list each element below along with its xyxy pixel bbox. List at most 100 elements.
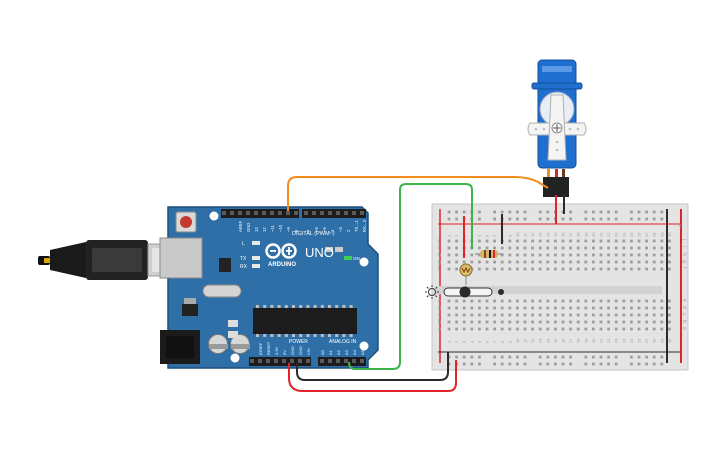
photoresistor[interactable] xyxy=(459,263,473,285)
bb-col-bottom-3: 3 xyxy=(462,340,467,343)
digital-pin-label-8: ~5 xyxy=(322,227,327,232)
bb-row-right-c: c xyxy=(681,313,687,316)
bb-col-bottom-1: 1 xyxy=(447,340,452,343)
bb-col-bottom-9: 9 xyxy=(507,340,512,343)
bb-col-bottom-23: 23 xyxy=(614,338,619,343)
bb-col-top-13: 13 xyxy=(538,232,543,237)
analog-pin-label-5: A5 xyxy=(360,349,365,355)
servo-motor[interactable] xyxy=(527,59,587,197)
bb-col-top-6: 6 xyxy=(485,234,490,237)
bb-col-top-15: 15 xyxy=(553,232,558,237)
bb-col-top-22: 22 xyxy=(606,232,611,237)
digital-pin-label-7: ~6 xyxy=(314,227,319,232)
digital-label: DIGITAL (PWM~) xyxy=(292,231,335,237)
gnd-label: GND xyxy=(246,223,251,232)
bb-col-bottom-11: 11 xyxy=(523,338,528,343)
digital-header[interactable] xyxy=(221,209,366,218)
bb-col-top-24: 24 xyxy=(621,232,626,237)
bb-col-top-29: 29 xyxy=(659,232,664,237)
bb-col-bottom-18: 18 xyxy=(576,338,581,343)
digital-pin-label-4: ~9 xyxy=(286,227,291,232)
bb-col-top-9: 9 xyxy=(507,234,512,237)
bb-col-bottom-5: 5 xyxy=(477,340,482,343)
bb-col-bottom-2: 2 xyxy=(454,340,459,343)
bb-col-top-18: 18 xyxy=(576,232,581,237)
bb-col-top-5: 5 xyxy=(477,234,482,237)
tx-led-label: TX xyxy=(240,256,247,262)
arduino-infinity-logo-icon xyxy=(265,243,297,259)
analog-pin-label-0: A0 xyxy=(320,349,325,355)
bb-col-bottom-24: 24 xyxy=(621,338,626,343)
wire-black-gnd[interactable] xyxy=(296,352,449,381)
power-pin-label-1: RESET xyxy=(266,341,271,355)
digital-pin-label-1: 12 xyxy=(262,227,267,232)
bb-col-bottom-8: 8 xyxy=(500,340,505,343)
bb-col-top-2: 2 xyxy=(454,234,459,237)
arduino-model: UNO xyxy=(305,245,334,260)
power-pin-label-5: GND xyxy=(298,346,303,355)
bb-col-bottom-10: 10 xyxy=(515,338,520,343)
bb-col-top-7: 7 xyxy=(492,234,497,237)
bb-row-left-h: h xyxy=(438,253,441,259)
bb-col-top-27: 27 xyxy=(644,232,649,237)
breadboard-labels: 1122334455667788991010111112121313141415… xyxy=(437,232,687,343)
power-analog-header[interactable] xyxy=(249,357,366,366)
bb-col-bottom-22: 22 xyxy=(606,338,611,343)
bb-col-bottom-4: 4 xyxy=(469,340,474,343)
wire-red-power[interactable] xyxy=(288,360,457,392)
bb-row-left-a: a xyxy=(438,327,441,333)
bb-col-top-14: 14 xyxy=(545,232,550,237)
light-sun-icon xyxy=(425,285,439,299)
bb-col-bottom-7: 7 xyxy=(492,340,497,343)
rail-plus-label: + xyxy=(678,223,682,230)
digital-pin-label-2: ~11 xyxy=(270,225,275,232)
bb-row-right-g: g xyxy=(681,260,687,263)
bb-row-left-f: f xyxy=(438,267,440,273)
bb-col-top-21: 21 xyxy=(599,232,604,237)
bb-col-bottom-17: 17 xyxy=(568,338,573,343)
bb-row-right-b: b xyxy=(681,320,687,323)
bb-row-left-b: b xyxy=(438,320,441,326)
bb-row-left-d: d xyxy=(438,306,441,312)
bb-col-bottom-25: 25 xyxy=(629,338,634,343)
bb-col-top-1: 1 xyxy=(447,234,452,237)
on-led-label: ON xyxy=(353,256,360,261)
wire-green[interactable] xyxy=(348,183,473,370)
bb-row-left-c: c xyxy=(438,313,441,319)
power-pin-label-6: VIN xyxy=(306,348,311,355)
arduino-brand: ARDUINO xyxy=(268,262,296,268)
digital-pin-label-10: ~3 xyxy=(338,227,343,232)
bb-col-top-17: 17 xyxy=(568,232,573,237)
bb-col-bottom-14: 14 xyxy=(545,338,550,343)
bb-row-left-g: g xyxy=(438,260,441,266)
wire-orange[interactable] xyxy=(287,176,549,211)
bb-col-bottom-6: 6 xyxy=(485,340,490,343)
bb-col-bottom-12: 12 xyxy=(530,338,535,343)
bb-col-top-25: 25 xyxy=(629,232,634,237)
resistor[interactable] xyxy=(475,250,503,258)
analog-pin-label-2: A2 xyxy=(336,349,341,355)
rail-minus-label: - xyxy=(438,351,441,358)
digital-pin-label-12: TX→1 xyxy=(354,219,359,232)
reset-button[interactable] xyxy=(180,216,192,228)
digital-pin-label-11: 2 xyxy=(346,229,351,232)
bb-row-left-e: e xyxy=(438,299,441,305)
analog-pin-label-1: A1 xyxy=(328,349,333,355)
bb-col-bottom-15: 15 xyxy=(553,338,558,343)
analog-pin-label-4: A4 xyxy=(352,349,357,355)
bb-col-bottom-20: 20 xyxy=(591,338,596,343)
bb-col-bottom-30: 30 xyxy=(667,338,672,343)
bb-col-top-19: 19 xyxy=(583,232,588,237)
analog-label: ANALOG IN xyxy=(329,339,357,345)
light-slider[interactable] xyxy=(425,285,504,299)
bb-col-top-10: 10 xyxy=(515,232,520,237)
bb-row-right-f: f xyxy=(681,267,687,269)
breadboard[interactable]: 1122334455667788991010111112121313141415… xyxy=(431,203,689,371)
bb-col-top-20: 20 xyxy=(591,232,596,237)
bb-row-right-a: a xyxy=(681,327,687,330)
rx-led-label: RX xyxy=(240,264,248,270)
digital-pin-label-0: 13 xyxy=(254,227,259,232)
